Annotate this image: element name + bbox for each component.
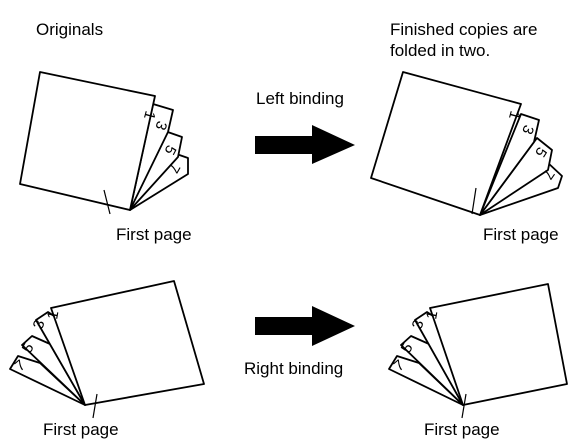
finished-heading-line1: Finished copies are [390,20,538,39]
first-page-label-bottom-right: First page [424,420,500,439]
originals-heading: Originals [36,20,104,39]
booklet-finished-left-binding: 1 3 5 7 [370,71,563,216]
page-sheet-1 [370,71,522,216]
first-page-pointer [461,393,467,419]
first-page-pointer [92,393,98,419]
finished-heading-line2: folded in two. [390,41,491,60]
page-number-1: 1 [423,310,441,321]
left-binding-arrow [255,125,355,164]
booklet-originals-right-binding: 1 3 5 7 [9,280,205,419]
booklet-finished-right-binding: 1 3 5 7 [388,283,568,419]
first-page-label-top-left: First page [116,225,192,244]
booklet-originals-left-binding: 1 3 5 7 [19,71,189,215]
right-binding-label: Right binding [244,359,344,378]
page-sheet-1 [19,71,156,211]
right-binding-arrow [255,306,355,346]
first-page-pointer [103,189,111,215]
left-binding-label: Left binding [256,89,344,108]
page-sheet-3 [479,113,540,216]
first-page-pointer [471,187,477,215]
page-sheet-1 [429,283,568,406]
page-sheet-1 [50,280,205,406]
first-page-label-top-right: First page [483,225,559,244]
first-page-label-bottom-left: First page [43,420,119,439]
page-number-1: 1 [44,310,62,321]
